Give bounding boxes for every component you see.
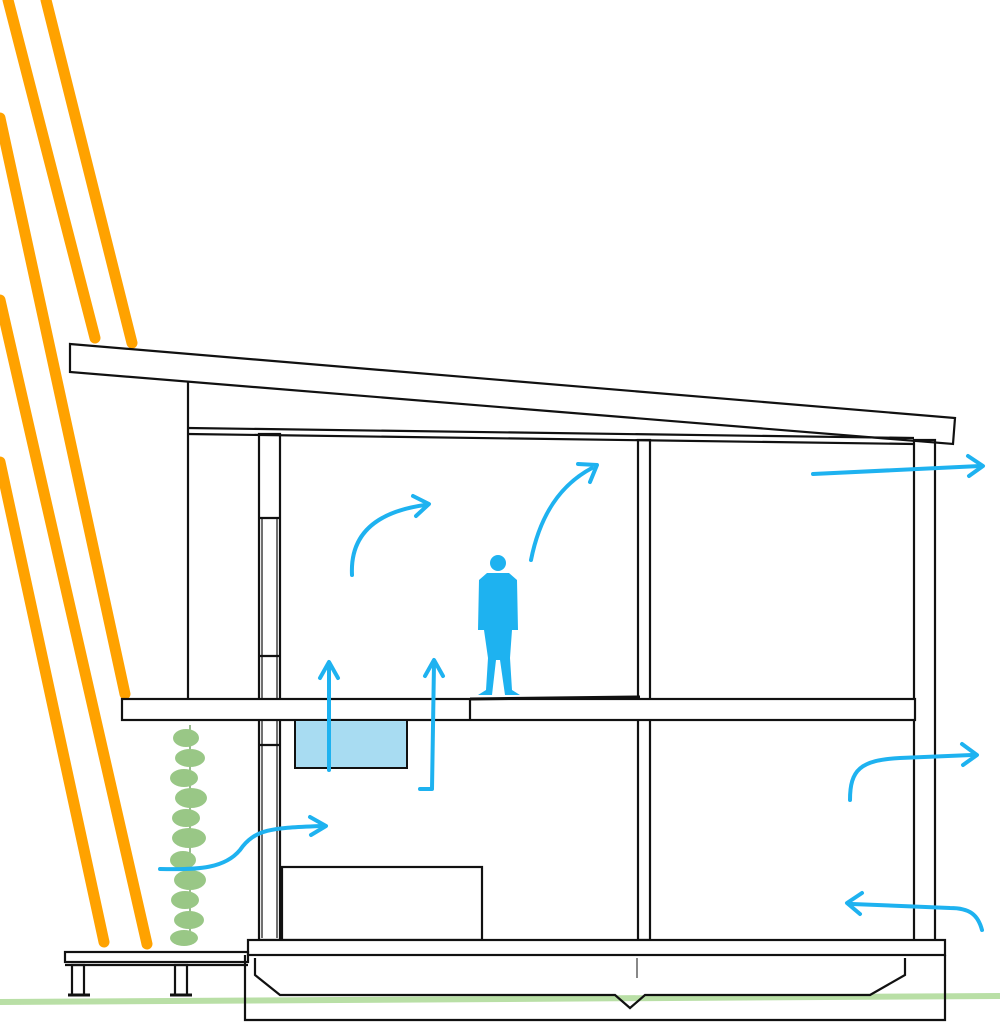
- building-linework: [63, 342, 957, 1022]
- deck: [63, 950, 250, 964]
- ceiling-line: [187, 426, 915, 440]
- person-silhouette-icon: [478, 555, 520, 695]
- airflow-arrow-icon: [349, 494, 431, 577]
- upper-floor-slab: [120, 697, 917, 722]
- airflow-arrow-icon: [529, 462, 599, 562]
- roof: [68, 342, 957, 446]
- sun-ray: [0, 294, 153, 950]
- ground-floor-slab: [246, 938, 947, 957]
- clerestory-window: [294, 719, 408, 769]
- airflow-arrow-icon: [811, 454, 985, 478]
- right-wall: [912, 438, 937, 944]
- ceiling-line: [187, 432, 915, 446]
- airflow-arrow-icon: [845, 891, 984, 932]
- sun-ray: [0, 112, 131, 700]
- sun-ray: [2, 0, 101, 344]
- sun-rays: [0, 0, 153, 950]
- kitchen-counter: [280, 865, 484, 942]
- airflow-arrow-icon: [318, 660, 340, 772]
- airflow-arrows: [158, 454, 985, 932]
- ground-line: [0, 993, 1000, 1005]
- climbing-plant-icon: [170, 725, 207, 946]
- airflow-arrow-icon: [418, 658, 445, 791]
- sun-ray: [0, 456, 110, 948]
- interior-column: [636, 438, 652, 942]
- airflow-arrow-icon: [158, 815, 328, 872]
- airflow-arrow-icon: [848, 742, 979, 802]
- sun-ray: [40, 0, 138, 349]
- foundation: [243, 955, 947, 1022]
